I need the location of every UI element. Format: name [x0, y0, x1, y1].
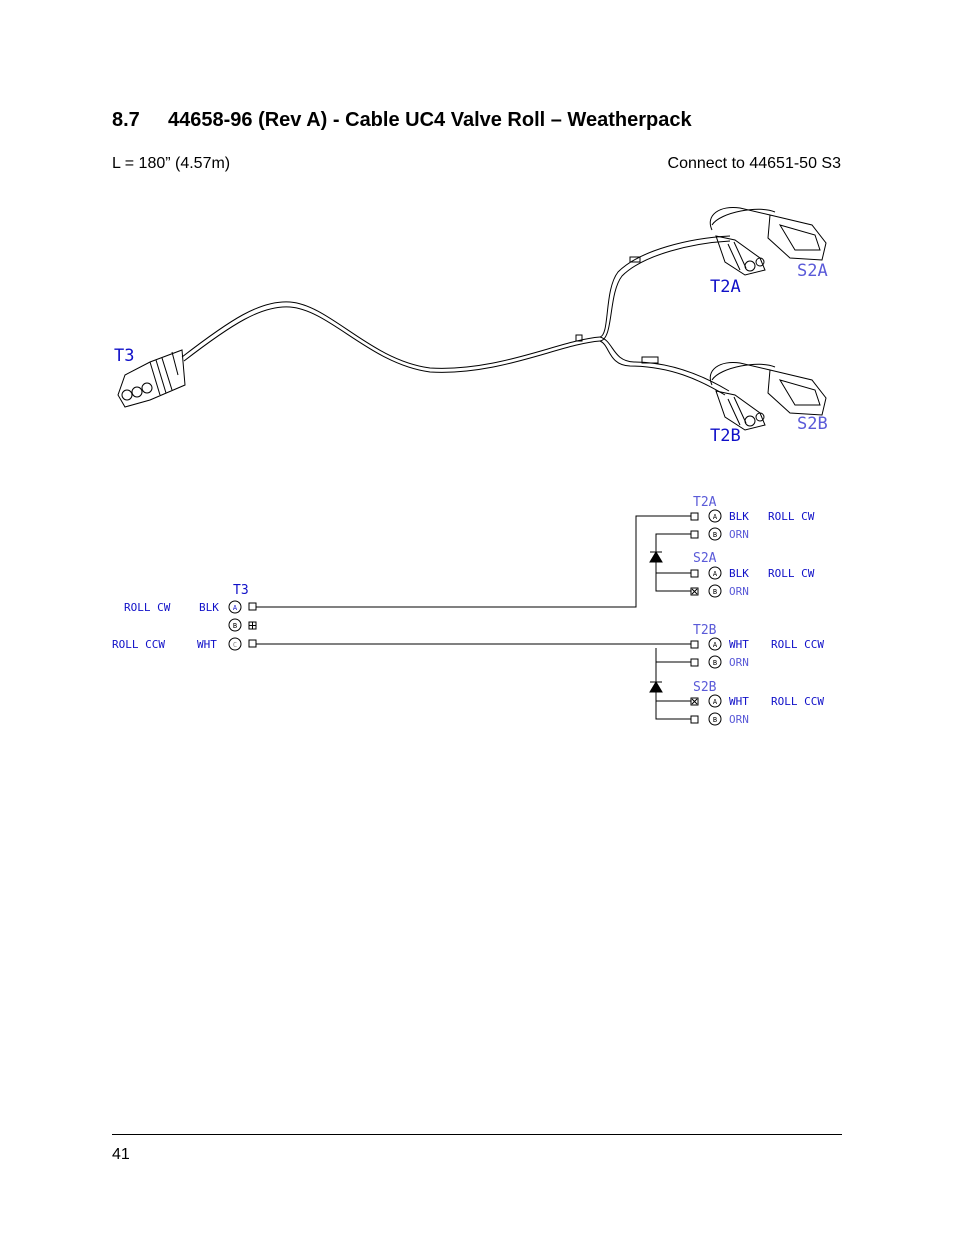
s2b-pin-b-box: [690, 715, 699, 724]
label-s2b: S2B: [797, 414, 828, 434]
s2a-pin-b-color: ORN: [729, 585, 749, 598]
page-number: 41: [112, 1146, 130, 1163]
cable-illustration: [117, 206, 827, 431]
branch-cable-a: [599, 235, 731, 338]
t3-connector: [117, 349, 186, 408]
t3-pin-c-letter: C: [233, 641, 237, 649]
t2a-pin-a-box: [690, 512, 699, 521]
wire-roll-cw: [256, 515, 691, 608]
t3-pin-c-box: [248, 639, 257, 648]
s2b-pin-a-signal: ROLL CCW: [771, 695, 824, 708]
s2a-pin-a-color: BLK: [729, 567, 749, 580]
t2b-connector: [709, 361, 771, 431]
s2a-pin-a-signal: ROLL CW: [768, 567, 815, 580]
diode-b: [649, 681, 663, 693]
wiring-schematic: [228, 509, 722, 726]
label-t3: T3: [114, 346, 134, 366]
s2a-connector: [711, 208, 827, 261]
t3-pin-c-circle: [228, 637, 242, 651]
t2b-title: T2B: [693, 623, 717, 638]
t3-pin-a-color: BLK: [199, 601, 219, 614]
s2a-pin-b-box: [690, 587, 699, 596]
t2b-pin-a-color: WHT: [729, 638, 749, 651]
label-t2a: T2A: [710, 277, 741, 297]
t3-pin-c-color: WHT: [197, 638, 217, 651]
t2a-pin-b-letter: B: [713, 531, 717, 539]
label-t2b: T2B: [710, 426, 741, 446]
t2a-connector: [709, 206, 771, 276]
s2b-pin-a-color: WHT: [729, 695, 749, 708]
section-title: 44658-96 (Rev A) - Cable UC4 Valve Roll …: [168, 109, 692, 131]
t3-pin-b-letter: B: [233, 622, 237, 630]
branch-cable-b: [599, 340, 726, 396]
t2a-title: T2A: [693, 495, 717, 510]
t2b-pin-b-box: [690, 658, 699, 667]
s2b-pin-b-color: ORN: [729, 713, 749, 726]
footer-rule: [112, 1134, 842, 1135]
t2a-pin-a-signal: ROLL CW: [768, 510, 815, 523]
t3-pin-c-signal: ROLL CCW: [112, 638, 165, 651]
connect-note: Connect to 44651-50 S3: [667, 155, 841, 172]
section-heading: 8.7 44658-96 (Rev A) - Cable UC4 Valve Ro…: [112, 109, 692, 132]
main-cable: [181, 301, 601, 369]
label-s2a: S2A: [797, 261, 828, 281]
s2b-title: S2B: [693, 680, 717, 695]
t2b-pin-b-letter: B: [713, 659, 717, 667]
t2b-pin-a-letter: A: [713, 641, 718, 649]
t3-pin-a-circle: [228, 600, 242, 614]
cable-length: L = 180” (4.57m): [112, 155, 231, 172]
t2a-pin-b-color: ORN: [729, 528, 749, 541]
t3-pin-a-box: [248, 602, 257, 611]
t2b-pin-b-color: ORN: [729, 656, 749, 669]
s2a-pin-b-letter: B: [713, 588, 717, 596]
diode-a: [649, 551, 663, 563]
s2b-pin-a-box: [690, 697, 699, 706]
s2b-pin-b-letter: B: [713, 716, 717, 724]
s2a-title: S2A: [693, 551, 717, 566]
t3-pin-a-letter: A: [233, 604, 238, 612]
t2a-pin-a-letter: A: [713, 513, 718, 521]
t3-pin-a-signal: ROLL CW: [124, 601, 171, 614]
s2a-pin-a-box: [690, 569, 699, 578]
s2b-connector: [711, 363, 827, 416]
t2a-pin-a-color: BLK: [729, 510, 749, 523]
t2b-pin-a-signal: ROLL CCW: [771, 638, 824, 651]
s2b-pin-a-letter: A: [713, 698, 718, 706]
t2b-pin-a-box: [690, 640, 699, 649]
t2a-pin-b-box: [690, 530, 699, 539]
s2a-pin-a-letter: A: [713, 570, 718, 578]
t3-pin-b-circle: [228, 618, 242, 632]
t3-title: T3: [233, 583, 249, 598]
section-number: 8.7: [112, 109, 140, 131]
